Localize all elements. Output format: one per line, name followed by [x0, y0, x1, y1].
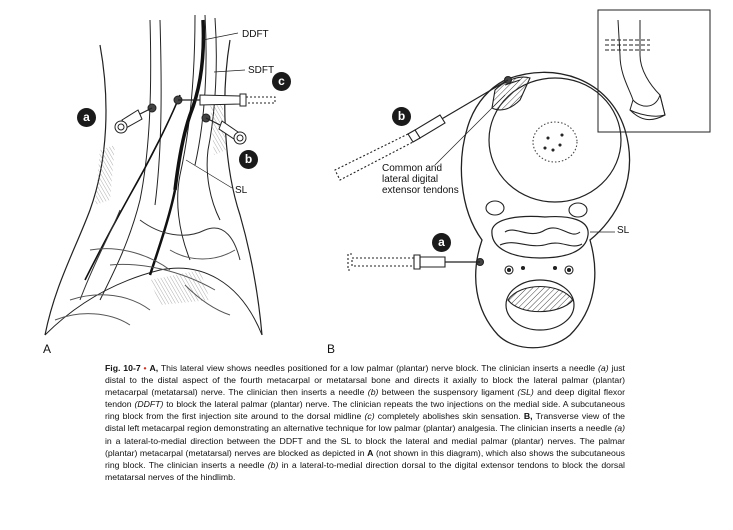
caption-segment: (a): [614, 423, 625, 434]
figure-artwork: [44, 9, 711, 349]
label-ddft: DDFT: [242, 29, 269, 40]
caption-segment: (not shown in this diagram), which also …: [105, 447, 626, 470]
label-sl-a: SL: [235, 185, 248, 196]
caption-segment: B,: [523, 411, 533, 422]
caption-segment: just distal to the distal aspect of the …: [105, 363, 625, 398]
panel-letter-b: B: [327, 342, 336, 356]
figure-10-7: DDFT SDFT SL c a b A Common and lateral …: [43, 9, 711, 356]
caption-segment: (DDFT): [134, 399, 164, 410]
caption-segment: A: [367, 447, 374, 458]
label-tendons-line1: Common and: [382, 163, 443, 174]
caption-figure-number: Fig. 10-7: [105, 363, 141, 373]
panel-a-drawing: [44, 14, 276, 336]
badge-b-panel-a: b: [239, 150, 258, 169]
label-sdft: SDFT: [248, 65, 275, 76]
caption-segment: Transverse view of the distal left metac…: [105, 411, 625, 434]
caption-segment: A,: [149, 363, 159, 373]
caption-segment: between the suspensory ligament: [378, 387, 518, 398]
label-sl-b: SL: [617, 225, 630, 236]
caption-segment: in a lateral-to-medial direction between…: [105, 435, 625, 458]
panel-b-drawing: [334, 71, 631, 349]
caption-segment: (b): [367, 387, 379, 398]
caption-segment: (c): [364, 411, 375, 422]
caption-segment: (a): [597, 363, 609, 373]
badge-c: c: [272, 72, 291, 91]
label-tendons-line3: extensor tendons: [382, 185, 459, 196]
panel-inset-hoof: [597, 9, 711, 133]
caption-segment: (b): [267, 459, 279, 470]
caption-segment: completely abolishes skin sensation.: [374, 411, 524, 422]
label-tendons-line2: lateral digital: [382, 174, 439, 185]
figure-caption: Fig. 10-7 • A, This lateral view shows n…: [105, 362, 625, 483]
badge-b-panel-b: b: [392, 107, 411, 126]
caption-segment: This lateral view shows needles position…: [158, 363, 598, 373]
caption-segment: to block the lateral palmar (plantar) ne…: [105, 399, 625, 422]
panel-letter-a: A: [43, 342, 52, 356]
caption-segment: (SL): [517, 387, 534, 398]
caption-body: A, This lateral view shows needles posit…: [105, 363, 625, 482]
badge-a-panel-a: a: [77, 108, 96, 127]
caption-bullet: •: [143, 363, 147, 373]
caption-segment: in a lateral-to-medial direction dorsal …: [105, 459, 625, 482]
badge-a-panel-b: a: [432, 233, 451, 252]
caption-segment: and deep digital flexor tendon: [105, 387, 625, 410]
